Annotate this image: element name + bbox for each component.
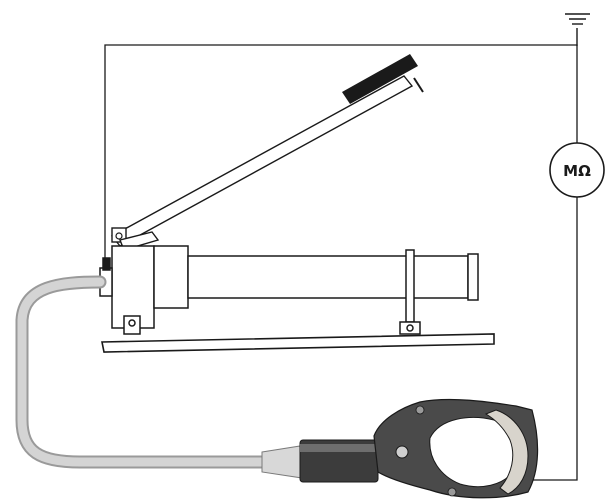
jaw-pivot-bolt [395,445,409,459]
support-bracket [405,249,415,323]
megohmmeter-label: MΩ [563,162,591,180]
cable-cutter-head [261,398,539,499]
test-circuit-wire [104,44,578,481]
megohmmeter-circle [549,142,605,198]
hose-fitting [261,445,303,479]
ground-symbol [565,13,590,46]
cutter-blade [484,409,529,495]
megohmmeter: MΩ [549,142,605,198]
pump-handle [110,54,424,247]
reservoir-cap [467,253,479,301]
pump-collar [153,245,189,309]
base-plate [101,333,495,353]
hydraulic-hose [15,275,307,469]
handle-grip [342,54,418,104]
reservoir-tube [187,255,469,299]
pump-body [99,245,479,335]
